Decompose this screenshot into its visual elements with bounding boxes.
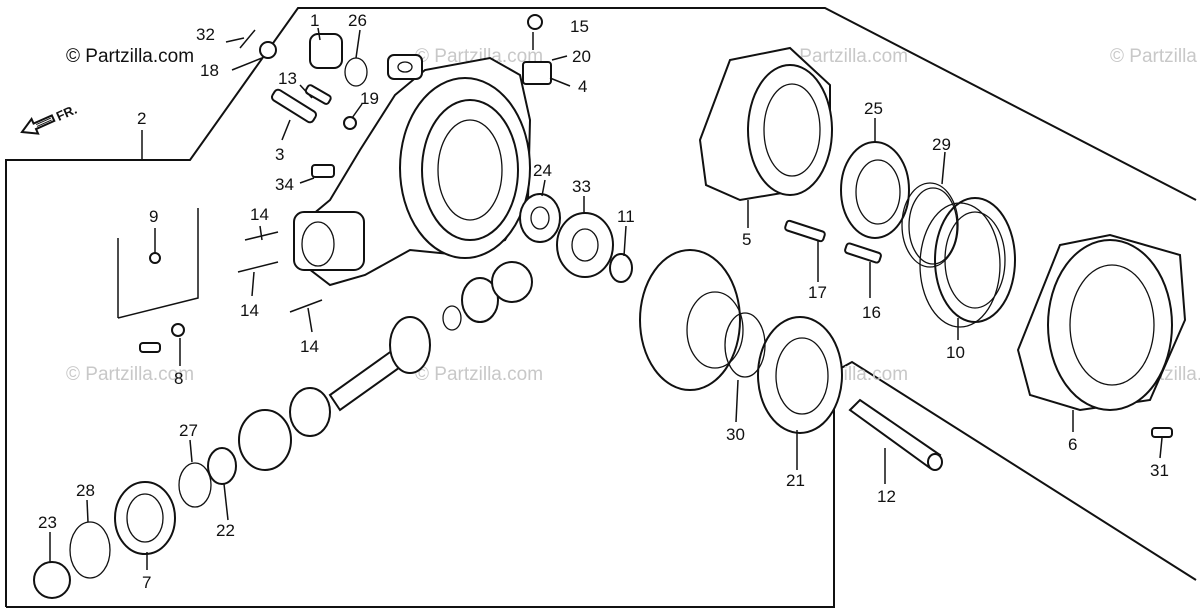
- part-small-fasteners: [139, 14, 1173, 438]
- callout-label: 14: [240, 301, 259, 320]
- part-pinion-shaft: [328, 261, 533, 412]
- callout-label: 24: [533, 161, 552, 180]
- callout-label: 18: [200, 61, 219, 80]
- callout-label: 11: [617, 207, 635, 226]
- callout-label: 1: [310, 11, 319, 30]
- callout-label: 20: [572, 47, 591, 66]
- watermark-faded: © Partzilla.com: [780, 46, 908, 67]
- part-pipe-12: [848, 398, 943, 471]
- callout-label: 22: [216, 521, 235, 540]
- callout-label: 8: [174, 369, 183, 388]
- callout-label: 21: [786, 471, 805, 490]
- callout-label: 25: [864, 99, 883, 118]
- watermark-faded: © Partzilla.com: [66, 364, 194, 385]
- callout-labels: 1 2 3 4 5 6 7 8 9 10 11 12 13 14 14 14 1…: [38, 11, 1169, 592]
- assembly-frame: [5, 7, 1197, 608]
- part-o-ring-29: [901, 182, 959, 268]
- front-direction-label: FR.: [54, 102, 79, 124]
- callout-label: 16: [862, 303, 881, 322]
- part-bearing-holder-5: [698, 46, 833, 202]
- callout-label: 4: [578, 77, 587, 96]
- callout-label: 33: [572, 177, 591, 196]
- watermark-faded: © Partzilla.com: [415, 364, 543, 385]
- callout-label: 7: [142, 573, 151, 592]
- callout-label: 32: [196, 25, 215, 44]
- callout-label: 14: [300, 337, 319, 356]
- callout-label: 26: [348, 11, 367, 30]
- front-direction-arrow: FR.: [20, 102, 79, 135]
- callout-label: 3: [275, 145, 284, 164]
- leader-lines: [49, 27, 1163, 570]
- callout-label: 15: [570, 17, 589, 36]
- callout-label: 34: [275, 175, 294, 194]
- watermark-primary: © Partzilla.com: [66, 46, 194, 67]
- callout-label: 10: [946, 343, 965, 362]
- callout-label: 6: [1068, 435, 1077, 454]
- callout-label: 14: [250, 205, 269, 224]
- callout-label: 29: [932, 135, 951, 154]
- callout-label: 2: [137, 109, 146, 128]
- callout-label: 28: [76, 481, 95, 500]
- callout-label: 31: [1150, 461, 1169, 480]
- part-ring-gear-10: [919, 197, 1016, 328]
- part-oil-seal-25: [840, 141, 910, 239]
- callout-label: 30: [726, 425, 745, 444]
- part-cover-6: [1016, 233, 1187, 412]
- part-shaft-bearings-lower: [33, 387, 331, 599]
- part-gear-case-housing: [293, 54, 532, 287]
- watermark-faded: © Partzilla: [1110, 46, 1197, 67]
- callout-label: 12: [877, 487, 896, 506]
- part-final-gear-21-30: [639, 249, 843, 434]
- callout-label: 23: [38, 513, 57, 532]
- part-bearings-24-33-11: [519, 193, 633, 283]
- callout-label: 13: [278, 69, 297, 88]
- callout-label: 5: [742, 230, 751, 249]
- callout-label: 17: [808, 283, 827, 302]
- watermark-faded: © Partzilla.com: [415, 46, 543, 67]
- callout-label: 27: [179, 421, 198, 440]
- callout-label: 9: [149, 207, 158, 226]
- callout-label: 19: [360, 89, 379, 108]
